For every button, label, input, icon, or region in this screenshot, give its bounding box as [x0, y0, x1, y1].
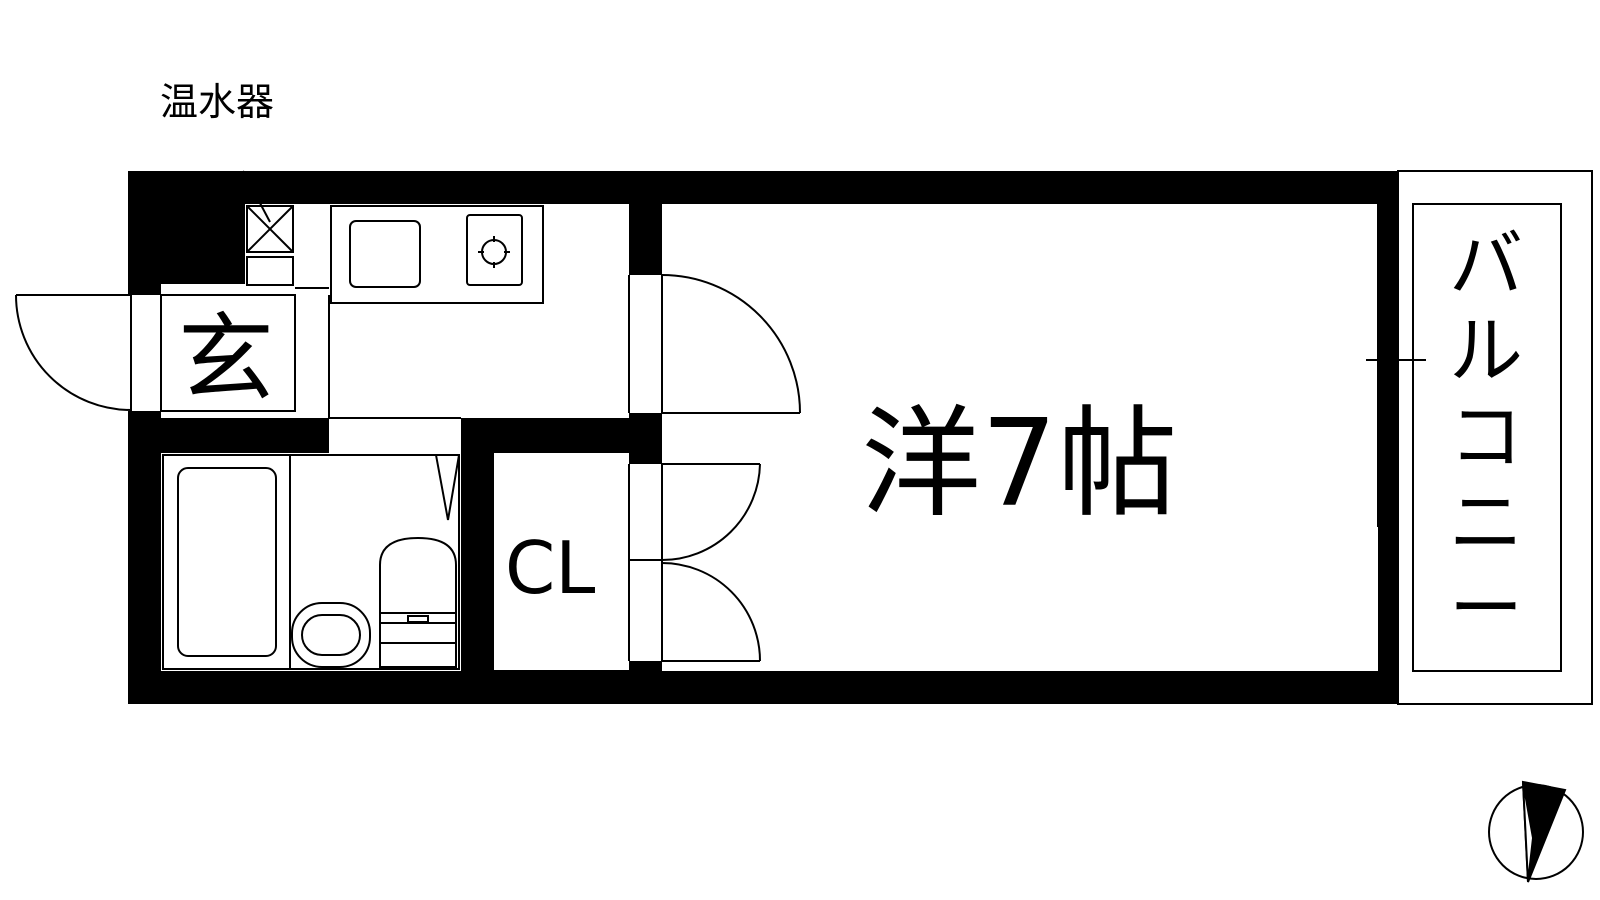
- room-wall-top: [629, 204, 662, 275]
- svg-text:ー: ー: [1449, 566, 1523, 652]
- sink: [349, 220, 421, 288]
- bottom-wall: [128, 671, 1398, 704]
- room-wall-bottom: [629, 661, 662, 671]
- room-door: [661, 274, 801, 414]
- water-heater-icon: [242, 170, 294, 286]
- unit-bath: [162, 454, 460, 670]
- washbasin-icon: [291, 602, 371, 668]
- right-wall-lower: [1378, 527, 1398, 704]
- top-wall: [128, 171, 1398, 204]
- entrance-door: [15, 294, 132, 411]
- gas-burner-icon: [466, 214, 523, 286]
- western-room-label: 洋7帖: [861, 395, 1177, 534]
- right-wall-upper: [1378, 171, 1398, 531]
- entrance-label: 玄: [178, 303, 274, 415]
- svg-text:コ: コ: [1449, 394, 1523, 480]
- balcony: [1366, 170, 1593, 705]
- water-heater-wall-block: [161, 204, 245, 284]
- kitchen-counter: [330, 205, 544, 304]
- bath-wall-top-right: [461, 418, 662, 453]
- outer-walls: [128, 171, 1398, 704]
- svg-text:ル: ル: [1449, 308, 1523, 394]
- bathtub-icon: [177, 467, 277, 657]
- closet-label: CL: [505, 526, 595, 610]
- toilet-icon: [379, 536, 457, 668]
- svg-text:ニ: ニ: [1449, 480, 1523, 566]
- interior-walls: [161, 204, 662, 671]
- svg-text:バ: バ: [1449, 222, 1523, 308]
- closet-doors: [661, 463, 761, 662]
- bath-wall-top-left: [161, 418, 329, 453]
- balcony-label: バ ル コ ニ ー: [1449, 222, 1523, 652]
- water-heater-leader: [242, 170, 271, 223]
- left-wall-upper: [128, 171, 161, 295]
- closet-wall-left: [461, 453, 494, 671]
- left-wall-lower: [128, 411, 161, 704]
- water-heater-label: 温水器: [160, 80, 274, 124]
- compass-icon: [1488, 780, 1584, 883]
